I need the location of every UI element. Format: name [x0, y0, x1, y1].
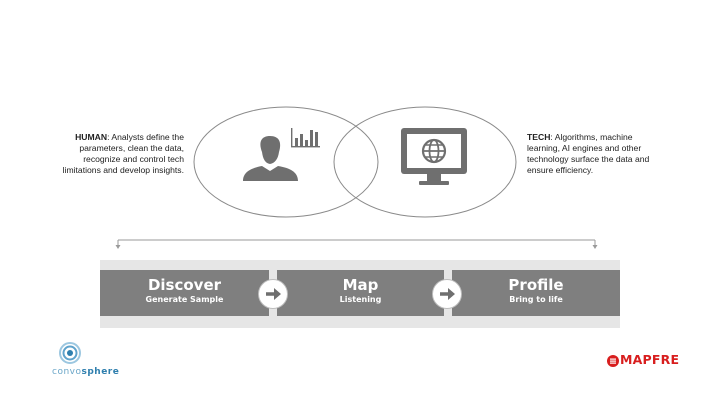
stage-title: Discover — [147, 276, 222, 294]
stage-subtitle: Generate Sample — [145, 295, 224, 304]
tech-circle — [333, 106, 517, 218]
convo-light: convo — [52, 367, 82, 377]
bar-chart-icon — [291, 128, 320, 148]
human-text: : Analysts define the parameters, clean … — [62, 132, 184, 175]
human-label: HUMAN — [75, 132, 108, 142]
person-icon — [243, 136, 298, 181]
stage-title: Profile — [508, 276, 564, 294]
convosphere-logo-text: convosphere — [52, 367, 119, 377]
stage-discover: Discover Generate Sample — [100, 270, 269, 316]
convosphere-logo-icon — [59, 342, 81, 364]
arrow-right-icon — [432, 279, 462, 309]
mapfre-emblem-icon — [607, 355, 619, 367]
tech-label: TECH — [527, 132, 551, 142]
stage-subtitle: Listening — [339, 295, 382, 304]
stage-subtitle: Bring to life — [509, 295, 563, 304]
mapfre-logo-text: MAPFRE — [620, 352, 680, 367]
stage-profile: Profile Bring to life — [452, 270, 620, 316]
human-circle — [193, 106, 379, 218]
tech-text: : Algorithms, machine learning, AI engin… — [527, 132, 650, 175]
monitor-globe-icon — [401, 128, 467, 185]
stage-map: Map Listening — [277, 270, 444, 316]
convo-bold: sphere — [81, 367, 120, 377]
arrow-right-icon — [258, 279, 288, 309]
tech-description: TECH: Algorithms, machine learning, AI e… — [527, 132, 653, 176]
stage-title: Map — [342, 276, 379, 294]
human-description: HUMAN: Analysts define the parameters, c… — [58, 132, 184, 176]
